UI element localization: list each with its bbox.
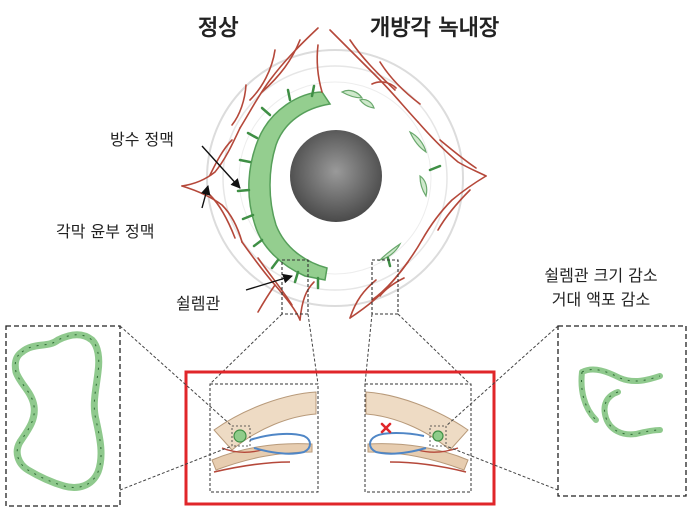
cross-section-glaucoma: [364, 383, 472, 493]
title-normal: 정상: [198, 16, 239, 41]
title-glaucoma: 개방각 녹내장: [370, 16, 500, 41]
schlemm-canal-glaucoma: [340, 89, 428, 262]
detail-leaders: [119, 325, 559, 491]
label-schlemm-canal: 쉴렘관: [176, 294, 221, 313]
collector-channels-glaucoma: [386, 164, 442, 268]
label-limbal-vein: 각막 윤부 정맥: [56, 222, 155, 241]
veins-normal: [181, 27, 323, 321]
veins-glaucoma: [329, 29, 487, 319]
zoom-box-normal: [281, 259, 309, 315]
label-aqueous-vein: 방수 정맥: [110, 130, 174, 149]
label-change-line2: 거대 액포 감소: [551, 290, 651, 309]
detail-box-normal: [5, 325, 121, 507]
x-mark-icon: [380, 422, 392, 434]
schlemm-canal-normal: [248, 91, 332, 281]
cross-section-frame: [184, 370, 496, 506]
zoom-leaders: [209, 313, 471, 385]
label-change-line1: 쉴렘관 크기 감소: [544, 266, 658, 285]
detail-box-glaucoma: [557, 325, 687, 497]
arrow-icon: [200, 145, 293, 291]
pupil: [290, 130, 382, 222]
cross-section-normal: [209, 383, 319, 493]
zoom-box-glaucoma: [371, 259, 399, 315]
collector-channels: [236, 84, 320, 290]
